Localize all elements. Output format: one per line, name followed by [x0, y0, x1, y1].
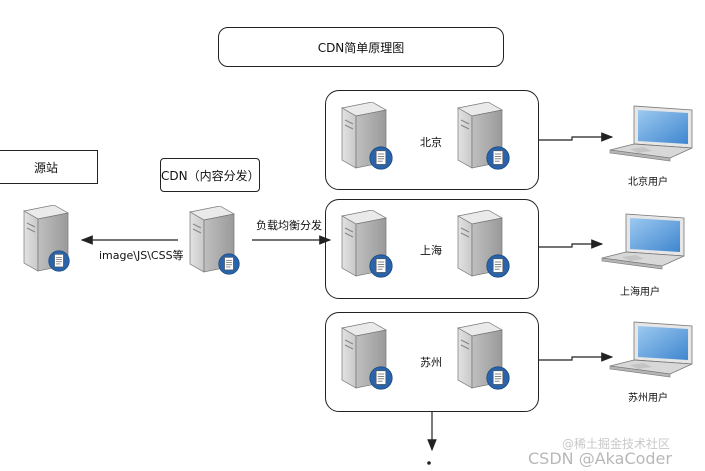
watermark-line1: @稀土掘金技术社区 [562, 437, 671, 451]
region-city-shanghai: 上海 [420, 244, 442, 257]
document-icon [369, 254, 393, 278]
region-city-beijing: 北京 [420, 136, 442, 149]
origin-label-box: 源站 [0, 150, 98, 184]
arrow-suzhou-to-user [539, 352, 614, 362]
laptop-icon [598, 212, 688, 272]
arrow-shanghai-to-user [539, 239, 604, 249]
user-label-beijing: 北京用户 [628, 177, 668, 188]
cdn-label-box: CDN（内容分发） [160, 158, 260, 192]
origin-label: 源站 [34, 160, 59, 175]
document-icon [369, 366, 393, 390]
region-city-suzhou: 苏州 [420, 356, 442, 369]
document-icon [48, 250, 70, 272]
laptop-icon [606, 104, 696, 164]
document-icon [486, 146, 510, 170]
laptop-icon [606, 320, 696, 380]
cdn-label: CDN（内容分发） [161, 168, 260, 183]
watermark-line2: CSDN @AkaCoder [528, 449, 672, 468]
diagram-title-box: CDN简单原理图 [218, 27, 504, 67]
user-label-shanghai: 上海用户 [620, 287, 660, 298]
continuation-dot [427, 461, 431, 465]
diagram-title: CDN简单原理图 [317, 40, 405, 55]
document-icon [218, 253, 240, 275]
document-icon [486, 366, 510, 390]
document-icon [486, 254, 510, 278]
document-icon [369, 146, 393, 170]
edge-label-to-origin: image\JS\CSS等 [99, 249, 184, 262]
arrow-beijing-to-user [539, 132, 614, 142]
user-label-suzhou: 苏州用户 [628, 393, 668, 404]
edge-label-load-balance: 负载均衡分发 [256, 219, 322, 232]
